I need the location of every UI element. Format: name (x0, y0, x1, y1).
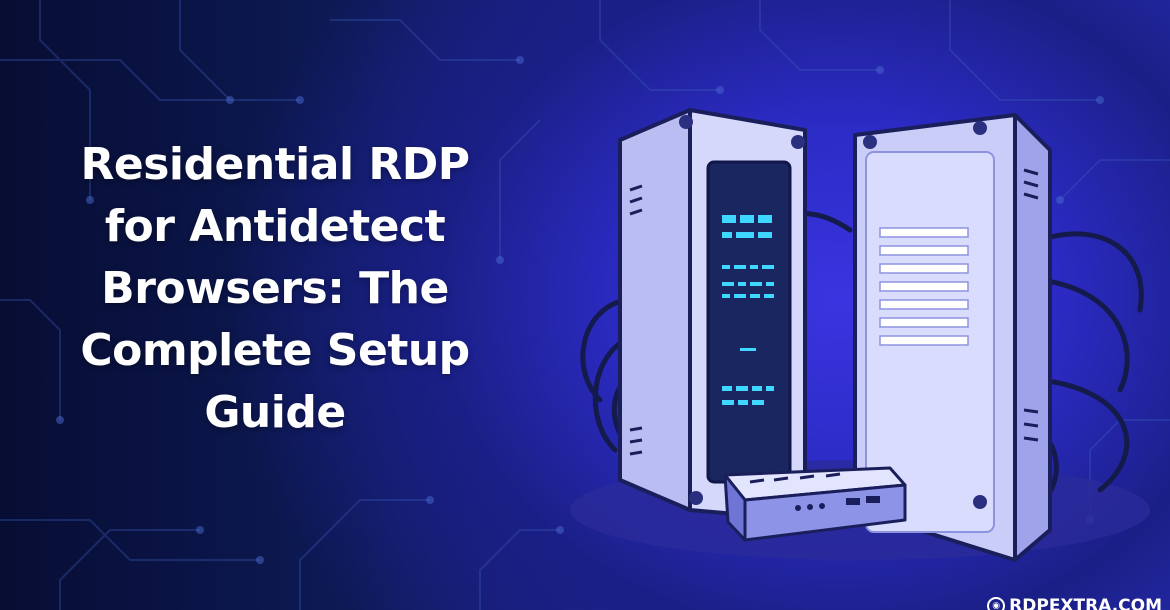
left-server (618, 108, 807, 522)
page-title: Residential RDP for Antidetect Browsers:… (0, 134, 550, 444)
title-line-1: Residential RDP (80, 139, 470, 190)
brand-text: RDPEXTRA.COM (1009, 596, 1162, 610)
brand-watermark: ◉ RDPEXTRA.COM (987, 596, 1162, 610)
title-line-3: Browsers: The (101, 263, 449, 314)
network-device (723, 466, 907, 542)
server-rack-illustration (570, 108, 1150, 562)
globe-icon: ◉ (987, 597, 1006, 610)
title-line-5: Guide (204, 387, 346, 438)
right-server (853, 113, 1052, 562)
title-line-4: Complete Setup (80, 325, 470, 376)
title-line-2: for Antidetect (104, 201, 446, 252)
